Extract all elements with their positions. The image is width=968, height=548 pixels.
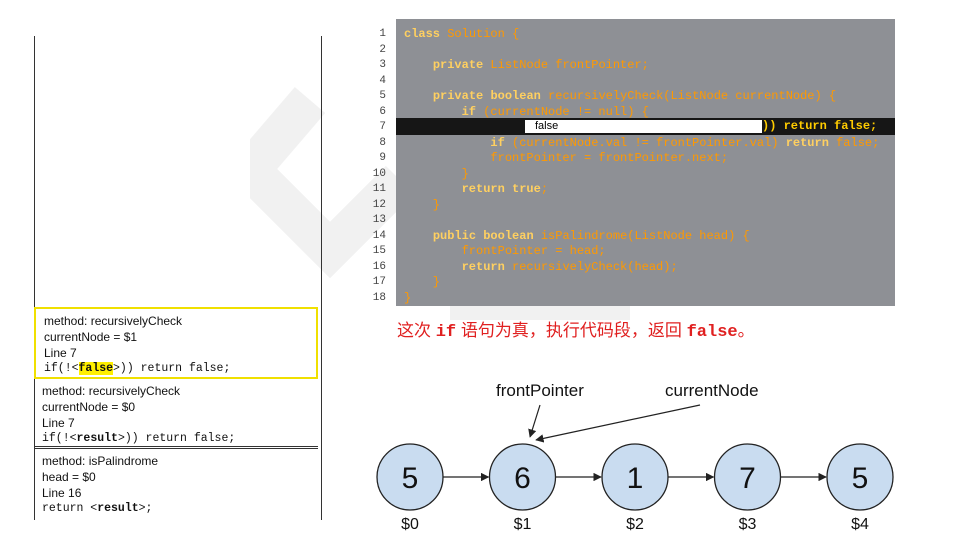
line-number: 2 (379, 43, 386, 56)
line-number: 17 (372, 276, 386, 288)
line-number: 7 (379, 121, 386, 133)
line-number: 15 (372, 245, 386, 257)
node-address: $0 (401, 516, 419, 533)
frame-code: if(!<result>)) return false; (42, 432, 236, 445)
frame-variable: currentNode = $1 (44, 330, 138, 344)
frame-code: return <result>; (42, 502, 153, 515)
line-number: 4 (379, 74, 386, 87)
node-address: $4 (851, 516, 869, 533)
node-address: $1 (513, 516, 532, 533)
current-node-label: currentNode (665, 381, 759, 400)
code-editor[interactable]: class Solution { private ListNode frontP… (396, 19, 895, 306)
frame-code: if(!<false>)) return false; (44, 362, 231, 375)
stack-frame-middle[interactable]: method: recursivelyCheck currentNode = $… (34, 379, 318, 447)
node-address: $3 (738, 516, 757, 533)
frame-line: Line 7 (44, 346, 77, 360)
stack-frame-bottom[interactable]: method: isPalindrome head = $0 Line 16 r… (34, 448, 318, 518)
line-number: 11 (372, 183, 386, 195)
node-value: 5 (402, 462, 419, 495)
line-number: 1 (379, 28, 386, 40)
code-line: frontPointer = head; (404, 244, 606, 258)
line-number: 16 (372, 260, 386, 273)
explanation-caption: 这次 if 语句为真，执行代码段，返回 false。 (397, 321, 755, 342)
code-line: if (currentNode != null) { (461, 104, 649, 119)
front-pointer-label: frontPointer (496, 381, 584, 400)
code-line: } (404, 166, 469, 181)
line-number: 13 (372, 214, 386, 226)
front-pointer-arrow (528, 404, 541, 438)
code-line: public boolean isPalindrome(ListNode hea… (432, 228, 750, 243)
current-line-highlight: if (! false )) return false; (396, 118, 895, 135)
line-number: 6 (379, 105, 386, 118)
node-value: 6 (514, 462, 531, 495)
code-line: } (404, 197, 441, 212)
line-number: 5 (379, 90, 386, 102)
line-number: 14 (372, 229, 386, 242)
frame-method: method: recursivelyCheck (44, 314, 183, 328)
current-line-tail: )) return false; (762, 119, 878, 133)
frame-variable: head = $0 (42, 470, 96, 484)
code-line: private ListNode frontPointer; (432, 58, 649, 72)
line-number: 10 (372, 167, 386, 180)
node-address: $2 (626, 516, 644, 533)
node-value: 7 (739, 462, 756, 495)
code-line: class Solution { (404, 27, 520, 41)
code-line: } (404, 275, 441, 289)
line-number: 9 (379, 152, 386, 164)
frame-variable: currentNode = $0 (42, 400, 136, 414)
code-line: if (currentNode.val != frontPointer.val)… (490, 135, 880, 150)
frame-line: Line 7 (42, 416, 75, 430)
frame-code-highlight: false (78, 362, 114, 375)
node-value: 5 (852, 462, 869, 495)
stack-frame-top[interactable]: method: recursivelyCheck currentNode = $… (34, 307, 318, 379)
code-line: return true; (461, 182, 549, 196)
line-number: 8 (379, 136, 386, 149)
line-number: 18 (372, 291, 386, 304)
current-node-arrow (535, 404, 701, 443)
list-node (826, 443, 894, 511)
frame-method: method: isPalindrome (42, 454, 159, 468)
frame-line: Line 16 (42, 486, 82, 500)
frame-method: method: recursivelyCheck (42, 384, 181, 398)
line-number: 12 (372, 198, 386, 211)
code-line: frontPointer = frontPointer.next; (404, 151, 729, 165)
evaluated-value-box: false (525, 120, 762, 133)
call-stack-panel (34, 36, 322, 520)
line-number: 3 (379, 59, 386, 71)
code-line: return recursivelyCheck(head); (461, 259, 678, 274)
node-value: 1 (627, 462, 644, 495)
code-line: private boolean recursivelyCheck(ListNod… (432, 89, 837, 103)
code-line: } (404, 290, 412, 305)
